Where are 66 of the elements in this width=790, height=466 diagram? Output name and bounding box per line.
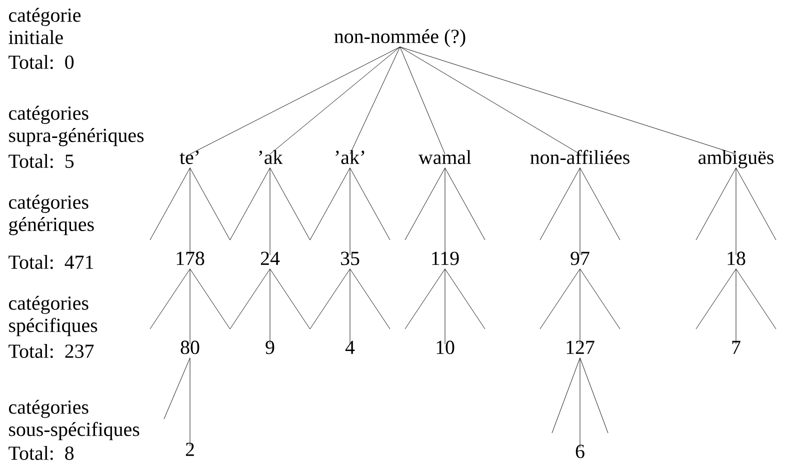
branch-line [150, 268, 190, 330]
count-label: 6 [576, 444, 584, 458]
branch-line [350, 168, 390, 240]
branch-line [404, 268, 446, 330]
branch-line [270, 46, 400, 154]
count-label: 7 [732, 340, 740, 354]
count-label: 127 [566, 340, 594, 354]
branch-line [736, 268, 776, 330]
branch-line [190, 168, 230, 240]
branch-line [230, 168, 270, 240]
level-label: catégories supra-génériques [9, 106, 144, 146]
level-label: catégorie initiale [8, 8, 81, 44]
level-label: catégories sous-spécifiques [9, 400, 140, 440]
count-label: 10 [436, 340, 454, 354]
branch-line [190, 46, 400, 154]
branch-line [404, 168, 446, 240]
count-label: 119 [432, 252, 459, 266]
count-label: 4 [345, 340, 355, 354]
level-label: Total: 0 [8, 54, 74, 70]
branch-line [540, 168, 580, 240]
branch-line [190, 268, 230, 330]
branch-line [310, 268, 350, 330]
level-label: Total: 8 [8, 446, 74, 460]
root-label: non-nommée (?) [334, 29, 466, 48]
branch-line [310, 168, 350, 240]
count-label: 97 [570, 252, 590, 266]
category-label: wamal [418, 150, 472, 164]
branch-line [696, 268, 736, 330]
branch-line [270, 168, 310, 240]
branch-line [444, 168, 446, 256]
branch-line [696, 168, 736, 240]
count-label: 2 [186, 442, 194, 456]
branch-line [350, 268, 390, 330]
branch-line [270, 268, 310, 330]
category-label: non-affiliées [530, 150, 630, 164]
branch-line [552, 358, 580, 434]
branch-line [400, 46, 446, 154]
branch-line [444, 168, 486, 240]
branch-line [444, 268, 446, 344]
branch-line [400, 46, 580, 154]
branch-line [164, 358, 190, 420]
category-label: ’ak [259, 150, 283, 164]
branch-line [736, 168, 776, 240]
branch-line [230, 268, 270, 330]
level-label: catégories génériques [9, 194, 94, 236]
branch-line [444, 268, 486, 330]
count-label: 18 [728, 252, 746, 266]
level-label: Total: 5 [8, 154, 74, 168]
level-label: Total: 237 [8, 344, 94, 358]
branch-line [580, 168, 620, 240]
branch-line [150, 168, 190, 240]
level-label: catégories spécifiques [9, 296, 98, 336]
count-label: 178 [176, 252, 204, 266]
count-label: 35 [341, 252, 360, 266]
category-label: ’ak’ [336, 150, 364, 164]
branch-line [400, 46, 736, 154]
branch-line [580, 268, 620, 330]
category-label: te’ [180, 150, 199, 164]
branch-line [580, 358, 608, 434]
branch-line [350, 46, 400, 154]
category-label: ambiguës [698, 150, 774, 168]
count-label: 24 [260, 252, 280, 265]
count-label: 9 [266, 340, 274, 354]
count-label: 80 [180, 340, 200, 354]
branch-line [540, 268, 580, 330]
level-label: Total: 471 [8, 254, 94, 270]
